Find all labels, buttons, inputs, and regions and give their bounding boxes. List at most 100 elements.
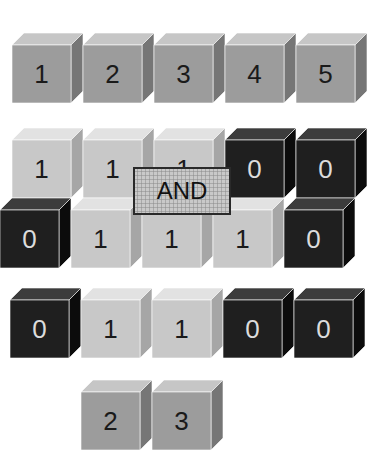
cube-top-face <box>152 288 223 300</box>
bit-cube: 1 <box>12 128 83 198</box>
cube-front-area: 1 <box>152 300 211 358</box>
bit-value: 1 <box>164 224 178 255</box>
bit-value: 1 <box>105 154 119 185</box>
cube-front-face <box>10 300 69 358</box>
bit-cube: 3 <box>154 33 225 103</box>
cube-side-face <box>142 33 154 103</box>
cube-top-face <box>12 128 83 140</box>
cube-front-area: 2 <box>83 45 142 103</box>
cube-front-area: 3 <box>152 392 211 450</box>
bit-cube: 0 <box>294 288 365 358</box>
bit-value: 2 <box>105 59 119 90</box>
operator-box-outline <box>134 168 230 214</box>
cube-front-area: 0 <box>294 300 353 358</box>
bit-value: 1 <box>103 314 117 345</box>
cube-top-face <box>83 33 154 45</box>
bit-cube: 1 <box>12 33 83 103</box>
bit-cube: 0 <box>225 128 296 198</box>
cube-top-face <box>213 198 284 210</box>
cube-front-face <box>0 210 59 268</box>
cube-front-face <box>223 300 282 358</box>
cube-top-face <box>83 128 154 140</box>
cube-side-face <box>343 198 355 268</box>
bit-cube: 0 <box>223 288 294 358</box>
cube-side-face <box>69 288 81 358</box>
bit-value: 0 <box>318 154 332 185</box>
operator-label: AND <box>157 177 208 205</box>
cube-side-face <box>353 288 365 358</box>
cube-side-face <box>272 198 284 268</box>
cube-front-face <box>296 45 355 103</box>
cube-front-area: 1 <box>71 210 130 268</box>
cube-side-face <box>130 198 142 268</box>
cube-front-face <box>71 210 130 268</box>
cube-front-area: 2 <box>81 392 140 450</box>
bit-value: 0 <box>32 314 46 345</box>
bit-cube: 0 <box>296 128 367 198</box>
cube-top-face <box>71 198 142 210</box>
cube-top-face <box>154 33 225 45</box>
cube-front-area: 0 <box>296 140 355 198</box>
bit-cube: 1 <box>152 288 223 358</box>
cube-front-area: 1 <box>142 210 201 268</box>
bit-cube: 0 <box>284 198 355 268</box>
bit-cube: 1 <box>71 198 142 268</box>
cube-side-face <box>355 128 367 198</box>
cube-top-face <box>225 128 296 140</box>
bit-value: 0 <box>316 314 330 345</box>
cube-front-area: 0 <box>223 300 282 358</box>
cube-top-face <box>284 198 355 210</box>
bit-value: 2 <box>103 406 117 437</box>
cube-side-face <box>140 288 152 358</box>
cube-front-area: 1 <box>81 300 140 358</box>
operator-label-area: AND <box>133 167 231 215</box>
cube-side-face <box>71 128 83 198</box>
cube-front-face <box>152 300 211 358</box>
cube-front-face <box>152 392 211 450</box>
bit-cube: 5 <box>296 33 367 103</box>
cube-side-face <box>282 288 294 358</box>
bit-value: 1 <box>174 314 188 345</box>
cube-front-face <box>81 300 140 358</box>
cube-front-area: 0 <box>0 210 59 268</box>
cube-top-face <box>142 198 213 210</box>
cube-top-face <box>296 128 367 140</box>
cube-front-face <box>225 140 284 198</box>
cube-front-face <box>296 140 355 198</box>
cube-side-face <box>213 33 225 103</box>
cube-front-face <box>12 45 71 103</box>
operator-box: AND <box>133 167 231 215</box>
cube-front-face <box>284 210 343 268</box>
cube-front-area: 4 <box>225 45 284 103</box>
cube-top-face <box>223 288 294 300</box>
bit-value: 0 <box>306 224 320 255</box>
bit-value: 0 <box>245 314 259 345</box>
bit-cube: 4 <box>225 33 296 103</box>
cube-top-face <box>0 198 71 210</box>
bit-value: 0 <box>22 224 36 255</box>
cube-top-face <box>294 288 365 300</box>
cube-side-face <box>201 198 213 268</box>
cube-front-face <box>81 392 140 450</box>
cube-top-face <box>81 380 152 392</box>
cube-front-face <box>12 140 71 198</box>
bit-value: 0 <box>247 154 261 185</box>
bit-cube: 2 <box>81 380 152 450</box>
cube-top-face <box>10 288 81 300</box>
cube-side-face <box>284 33 296 103</box>
cube-side-face <box>140 380 152 450</box>
bit-cube: 2 <box>83 33 154 103</box>
bit-cube: 3 <box>152 380 223 450</box>
cube-front-area: 5 <box>296 45 355 103</box>
bit-cube: 0 <box>10 288 81 358</box>
cube-front-face <box>154 45 213 103</box>
cube-front-area: 1 <box>213 210 272 268</box>
cube-front-face <box>83 45 142 103</box>
cube-front-area: 0 <box>225 140 284 198</box>
cube-side-face <box>211 380 223 450</box>
cube-front-area: 1 <box>12 45 71 103</box>
cube-front-area: 0 <box>284 210 343 268</box>
bit-value: 1 <box>93 224 107 255</box>
cube-top-face <box>81 288 152 300</box>
